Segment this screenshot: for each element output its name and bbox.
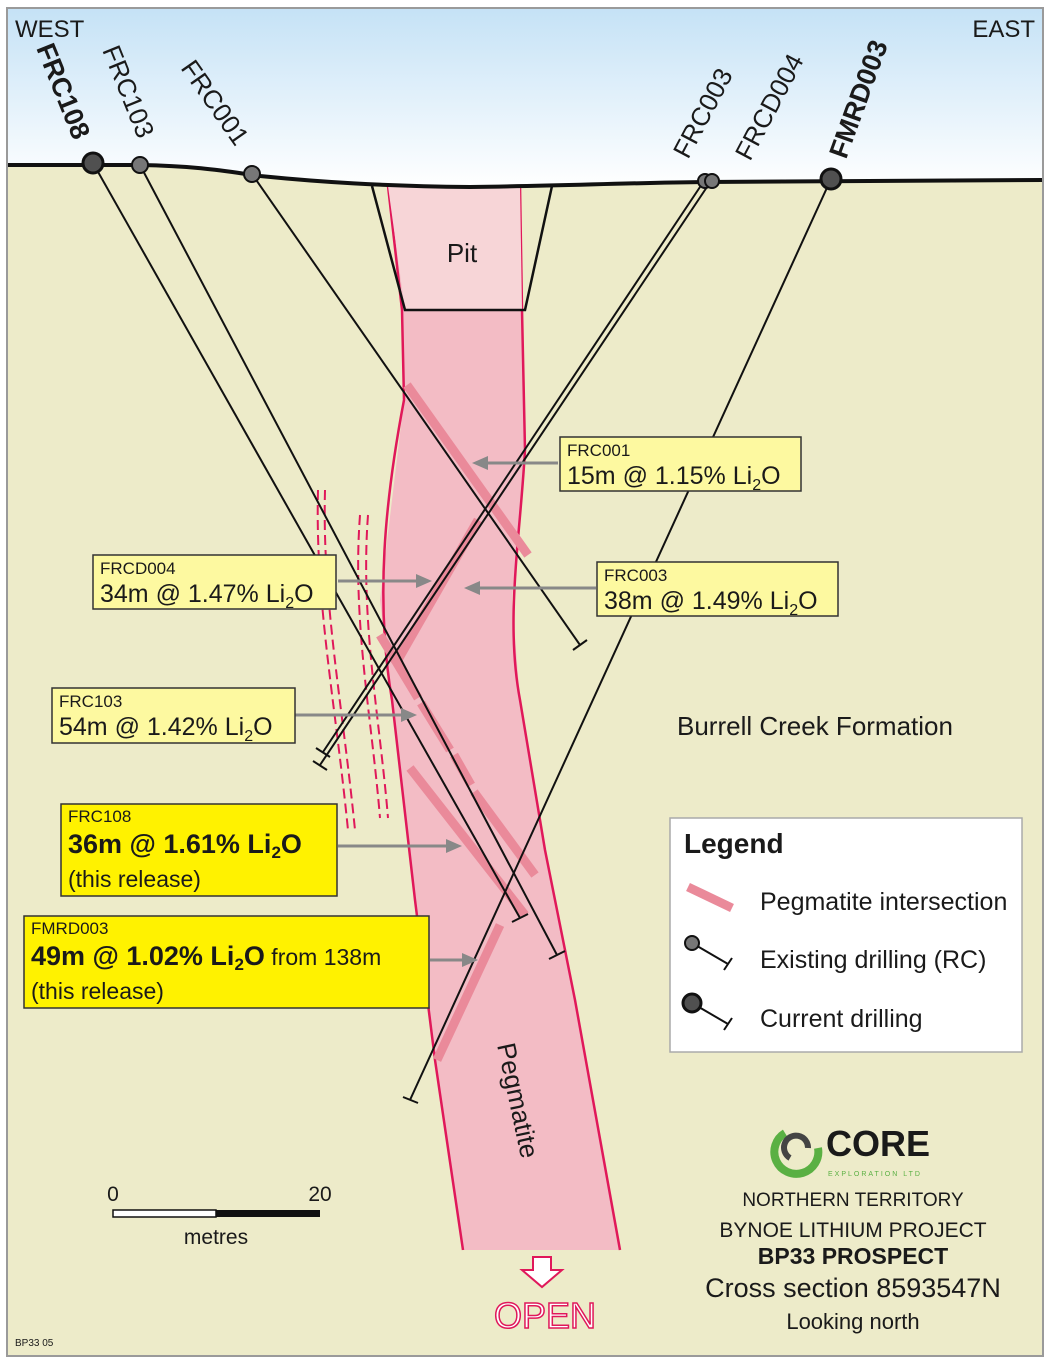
svg-text:20: 20 xyxy=(308,1183,331,1206)
pit-outline xyxy=(370,185,554,312)
svg-text:FRCD004: FRCD004 xyxy=(100,559,176,578)
svg-text:FRC103: FRC103 xyxy=(59,692,122,711)
collar-frcd004 xyxy=(704,173,720,189)
svg-text:34m @ 1.47% Li2O: 34m @ 1.47% Li2O xyxy=(100,580,314,612)
current-drill-icon xyxy=(681,992,703,1014)
svg-text:FRC108: FRC108 xyxy=(68,807,131,826)
svg-text:CORE: CORE xyxy=(826,1123,930,1164)
svg-text:0: 0 xyxy=(107,1183,119,1206)
pit-fill xyxy=(388,186,522,310)
formation-label: Burrell Creek Formation xyxy=(677,711,953,741)
collar-frc001 xyxy=(243,165,261,183)
legend-title: Legend xyxy=(684,828,784,859)
core-logo: CORE EXPLORATION LTD xyxy=(770,1123,930,1178)
svg-text:NORTHERN TERRITORY: NORTHERN TERRITORY xyxy=(742,1190,964,1211)
svg-text:(this release): (this release) xyxy=(68,866,201,892)
pegmatite-contact-west xyxy=(382,185,465,1251)
sky-area xyxy=(8,9,1042,187)
callout-arrows xyxy=(295,456,596,967)
callout-fmrd003: FMRD003 49m @ 1.02% Li2O from 138m (this… xyxy=(23,915,430,1009)
callout-frc003: FRC003 38m @ 1.49% Li2O xyxy=(596,561,839,619)
svg-text:Looking north: Looking north xyxy=(786,1309,919,1334)
svg-text:36m @ 1.61% Li2O: 36m @ 1.61% Li2O xyxy=(68,829,302,862)
legend: Legend Pegmatite intersection Existing d… xyxy=(669,817,1023,1053)
pit-label: Pit xyxy=(447,238,478,268)
legend-item: Existing drilling (RC) xyxy=(760,946,986,974)
title-block: NORTHERN TERRITORY BYNOE LITHIUM PROJECT… xyxy=(705,1190,1001,1334)
svg-text:FMRD003: FMRD003 xyxy=(31,919,108,938)
existing-drill-icon xyxy=(684,935,700,951)
scale-bar: 0 20 metres xyxy=(107,1183,332,1249)
svg-text:(this release): (this release) xyxy=(31,978,164,1004)
collar-frc108 xyxy=(81,151,105,175)
svg-text:metres: metres xyxy=(184,1226,248,1249)
open-indicator: OPEN xyxy=(493,1256,597,1337)
east-label: EAST xyxy=(972,16,1035,43)
svg-text:FRC001: FRC001 xyxy=(567,441,630,460)
callout-frcd004: FRCD004 34m @ 1.47% Li2O xyxy=(92,554,337,612)
collar-frc103 xyxy=(131,156,149,174)
svg-text:15m @ 1.15% Li2O: 15m @ 1.15% Li2O xyxy=(567,462,781,494)
callout-frc103: FRC103 54m @ 1.42% Li2O xyxy=(51,687,296,745)
collar-fmrd003 xyxy=(819,167,843,191)
callout-frc108: FRC108 36m @ 1.61% Li2O (this release) xyxy=(60,803,338,897)
down-arrow-icon xyxy=(519,1256,565,1289)
drill-traces xyxy=(92,162,832,1104)
figure-id: BP33 05 xyxy=(15,1338,54,1349)
pegmatite-body xyxy=(380,186,620,1250)
ground-surface xyxy=(8,163,1043,190)
pegmatite-veins xyxy=(316,489,389,831)
svg-text:38m @ 1.49% Li2O: 38m @ 1.49% Li2O xyxy=(604,587,818,619)
svg-text:OPEN: OPEN xyxy=(494,1295,596,1336)
svg-text:Cross section 8593547N: Cross section 8593547N xyxy=(705,1273,1001,1303)
callout-frc001: FRC001 15m @ 1.15% Li2O xyxy=(559,436,802,494)
legend-item: Current drilling xyxy=(760,1005,923,1033)
svg-text:49m @ 1.02% Li2O from 138m: 49m @ 1.02% Li2O from 138m xyxy=(31,941,381,974)
svg-text:EXPLORATION LTD: EXPLORATION LTD xyxy=(828,1171,922,1178)
west-label: WEST xyxy=(15,16,85,43)
legend-intersection-swatch xyxy=(686,882,734,913)
legend-item: Pegmatite intersection xyxy=(760,888,1007,916)
svg-text:BYNOE LITHIUM PROJECT: BYNOE LITHIUM PROJECT xyxy=(719,1219,986,1242)
svg-text:FRC003: FRC003 xyxy=(604,566,667,585)
svg-text:54m @ 1.42% Li2O: 54m @ 1.42% Li2O xyxy=(59,713,273,745)
svg-text:BP33 PROSPECT: BP33 PROSPECT xyxy=(758,1243,948,1269)
